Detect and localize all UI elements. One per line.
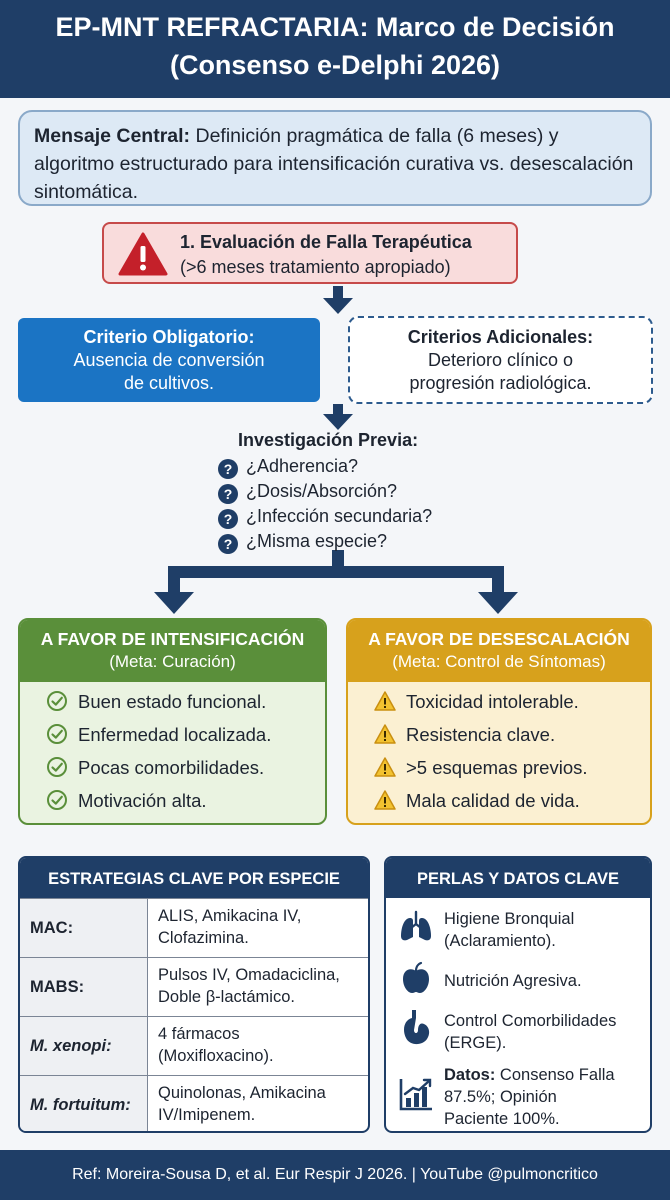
table-row: MABS: Pulsos IV, Omadaciclina,Doble β-la… (20, 957, 368, 1016)
page-subtitle: (Consenso e-Delphi 2026) (169, 50, 501, 80)
mandatory-criterion-line: Ausencia de conversión (73, 350, 265, 370)
warning-icon (374, 691, 396, 711)
question-icon: ? (218, 459, 238, 479)
evaluation-subtitle: (>6 meses tratamiento apropiado) (180, 257, 451, 277)
strategy-cell: 4 fármacos(Moxifloxacino). (158, 1025, 274, 1065)
question-item: ?¿Adherencia? (218, 456, 358, 479)
table-row: MAC: ALIS, Amikacina IV,Clofazimina. (20, 898, 368, 957)
list-item: >5 esquemas previos. (374, 756, 588, 779)
question-item: ?¿Infección secundaria? (218, 506, 432, 529)
question-icon: ? (218, 534, 238, 554)
investigation-title: Investigación Previa: (238, 430, 419, 450)
strategy-cell: ALIS, Amikacina IV,Clofazimina. (158, 907, 302, 947)
central-message-label: Mensaje Central: (34, 125, 191, 147)
list-item: Pocas comorbilidades. (46, 756, 264, 779)
deescalation-goal: (Meta: Control de Síntomas) (392, 652, 606, 671)
warning-icon (374, 757, 396, 777)
mandatory-criterion-line: de cultivos. (123, 373, 215, 393)
flow-connectors (154, 286, 518, 614)
question-icon: ? (218, 484, 238, 504)
evaluation-title: 1. Evaluación de Falla Terapéutica (180, 232, 472, 252)
species-cell: M. fortuitum: (20, 1076, 148, 1131)
check-circle-icon (47, 790, 67, 810)
deescalation-title: A FAVOR DE DESESCALACIÓN (368, 629, 630, 649)
species-cell: MABS: (20, 958, 148, 1016)
central-message-text: Definición pragmática de falla (6 meses)… (34, 125, 634, 203)
bar-chart-icon (399, 1078, 432, 1111)
list-item: Enfermedad localizada. (46, 723, 271, 746)
apple-icon (403, 961, 429, 993)
question-item: ?¿Dosis/Absorción? (218, 481, 397, 504)
question-item: ?¿Misma especie? (218, 531, 387, 554)
list-item: Mala calidad de vida. (374, 789, 580, 812)
arrow-down-icon (323, 404, 353, 430)
intensification-header: A FAVOR DE INTENSIFICACIÓN (Meta: Curaci… (20, 620, 325, 682)
deescalation-panel: A FAVOR DE DESESCALACIÓN (Meta: Control … (346, 618, 652, 825)
footer-reference: Ref: Moreira-Sousa D, et al. Eur Respir … (0, 1150, 670, 1200)
warning-icon (374, 790, 396, 810)
species-cell: M. xenopi: (20, 1017, 148, 1075)
warning-icon (118, 232, 168, 276)
list-item: Buen estado funcional. (46, 690, 266, 713)
lungs-icon (401, 910, 431, 941)
additional-criteria-line: progresión radiológica. (409, 373, 592, 393)
species-strategies-table: ESTRATEGIAS CLAVE POR ESPECIE MAC: ALIS,… (18, 856, 370, 1133)
check-circle-icon (47, 691, 67, 711)
deescalation-header: A FAVOR DE DESESCALACIÓN (Meta: Control … (348, 620, 650, 682)
pearls-title: PERLAS Y DATOS CLAVE (386, 858, 650, 898)
additional-criteria-line: Deterioro clínico o (427, 350, 574, 370)
list-item: Resistencia clave. (374, 723, 555, 746)
check-circle-icon (47, 757, 67, 777)
page-title: EP-MNT REFRACTARIA: Marco de Decisión (55, 12, 615, 42)
list-item: Motivación alta. (46, 789, 207, 812)
pearl-text: Control Comorbilidades(ERGE). (444, 1012, 617, 1052)
pearl-text: Datos: Consenso Falla 87.5%; Opinión Pac… (444, 1066, 615, 1128)
species-cell: MAC: (20, 899, 148, 957)
question-icon: ? (218, 509, 238, 529)
mandatory-criterion-title: Criterio Obligatorio: (83, 327, 255, 347)
branch-connector (154, 550, 518, 614)
list-item: Toxicidad intolerable. (374, 690, 579, 713)
additional-criteria-title: Criterios Adicionales: (407, 327, 594, 347)
stomach-icon (404, 1010, 430, 1045)
warning-icon (374, 724, 396, 744)
central-message-box: Mensaje Central: Definición pragmática d… (18, 110, 652, 206)
additional-criteria-box: Criterios Adicionales: Deterioro clínico… (348, 316, 653, 404)
strategies-title: ESTRATEGIAS CLAVE POR ESPECIE (20, 858, 368, 898)
intensification-title: A FAVOR DE INTENSIFICACIÓN (40, 629, 305, 649)
failure-evaluation-box: 1. Evaluación de Falla Terapéutica (>6 m… (102, 222, 518, 284)
arrow-down-icon (323, 286, 353, 314)
intensification-panel: A FAVOR DE INTENSIFICACIÓN (Meta: Curaci… (18, 618, 327, 825)
table-row: M. xenopi: 4 fármacos(Moxifloxacino). (20, 1016, 368, 1075)
pearl-text: Nutrición Agresiva. (444, 972, 582, 990)
pearl-text: Higiene Bronquial(Aclaramiento). (444, 910, 575, 950)
intensification-goal: (Meta: Curación) (109, 652, 236, 671)
strategy-cell: Pulsos IV, Omadaciclina,Doble β-lactámic… (158, 966, 340, 1006)
header-banner: EP-MNT REFRACTARIA: Marco de Decisión (C… (0, 0, 670, 98)
mandatory-criterion-box: Criterio Obligatorio: Ausencia de conver… (18, 318, 320, 402)
pearls-panel: PERLAS Y DATOS CLAVE Higiene Bronquial(A… (384, 856, 652, 1133)
check-circle-icon (47, 724, 67, 744)
